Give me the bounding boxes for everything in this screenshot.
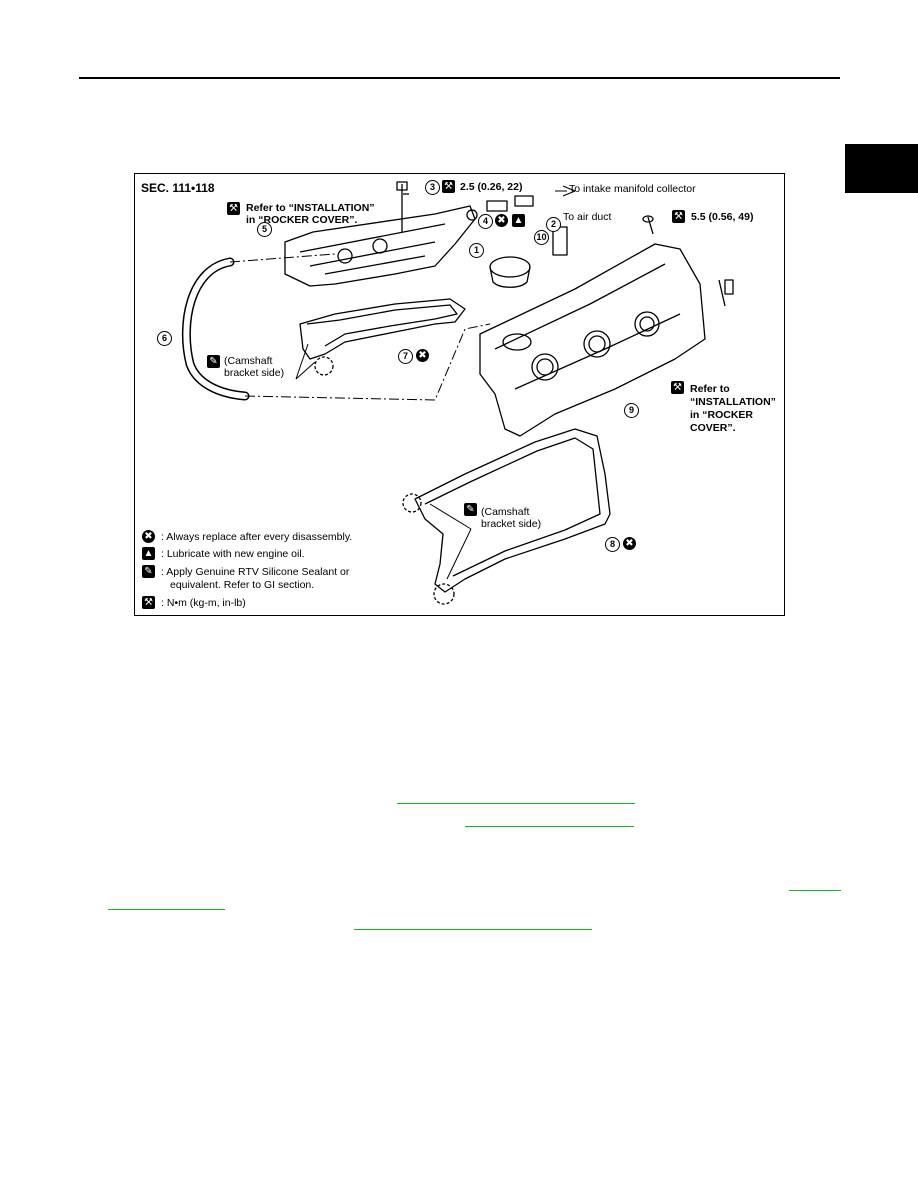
replace-icon: ✖ bbox=[142, 530, 155, 543]
oil-filler-cap bbox=[489, 256, 531, 278]
callout-4: 4 bbox=[478, 214, 493, 229]
torque-wrench-icon: ⚒ bbox=[442, 180, 455, 193]
callout-3: 3 bbox=[425, 180, 440, 195]
right-rocker-cover bbox=[479, 243, 706, 437]
callout-8: 8 bbox=[605, 537, 620, 552]
left-rocker-cover bbox=[284, 205, 476, 287]
camshaft-left-2: bracket side) bbox=[224, 367, 285, 379]
oil-can-icon: ▲ bbox=[142, 547, 155, 560]
left-gasket bbox=[299, 298, 466, 360]
right-gasket bbox=[414, 428, 611, 593]
rocker-cover-figure: SEC. 111•118 ⚒ Refer to “INSTALLATION” i… bbox=[134, 173, 785, 616]
sealant-icon: ✎ bbox=[464, 503, 477, 516]
pcv-valve bbox=[486, 200, 508, 212]
callout-6: 6 bbox=[157, 331, 172, 346]
legend-sealant-2: equivalent. Refer to GI section. bbox=[170, 579, 315, 591]
torque-wrench-icon: ⚒ bbox=[671, 381, 684, 394]
green-link-3b[interactable] bbox=[108, 909, 225, 910]
green-link-2[interactable] bbox=[465, 826, 634, 827]
replace-icon: ✖ bbox=[623, 537, 636, 550]
header-rule bbox=[79, 77, 840, 79]
refer-installation-right-2: “INSTALLATION” bbox=[690, 396, 776, 408]
refer-installation-right-3: in “ROCKER bbox=[690, 409, 753, 421]
torque-large-spec: 5.5 (0.56, 49) bbox=[691, 211, 754, 223]
refer-installation-left-1: Refer to “INSTALLATION” bbox=[246, 202, 375, 214]
legend-torque: : N•m (kg-m, in-lb) bbox=[161, 597, 246, 609]
section-tab[interactable] bbox=[845, 144, 918, 193]
refer-installation-right-4: COVER”. bbox=[690, 422, 736, 434]
callout-2: 2 bbox=[546, 217, 561, 232]
callout-7: 7 bbox=[398, 349, 413, 364]
camshaft-right-2: bracket side) bbox=[481, 518, 542, 530]
exploded-view-drawing bbox=[181, 181, 734, 605]
green-link-1[interactable] bbox=[397, 803, 635, 804]
camshaft-right-1: (Camshaft bbox=[481, 506, 530, 518]
refer-installation-right-1: Refer to bbox=[690, 383, 730, 395]
torque-small-spec: 2.5 (0.26, 22) bbox=[460, 181, 523, 193]
green-link-3a[interactable] bbox=[789, 890, 841, 891]
sealant-icon: ✎ bbox=[207, 355, 220, 368]
callout-10: 10 bbox=[534, 230, 549, 245]
intake-manifold-label: To intake manifold collector bbox=[569, 183, 696, 195]
green-link-4[interactable] bbox=[354, 929, 592, 930]
section-number: SEC. 111•118 bbox=[141, 181, 215, 195]
torque-wrench-icon: ⚒ bbox=[672, 210, 685, 223]
callout-1: 1 bbox=[469, 243, 484, 258]
replace-icon: ✖ bbox=[495, 214, 508, 227]
torque-wrench-icon: ⚒ bbox=[227, 202, 240, 215]
refer-installation-left-2: in “ROCKER COVER”. bbox=[246, 214, 358, 226]
torque-wrench-icon: ⚒ bbox=[142, 596, 155, 609]
legend-lubricate: : Lubricate with new engine oil. bbox=[161, 548, 305, 560]
air-duct-label: To air duct bbox=[563, 211, 612, 223]
oil-can-icon: ▲ bbox=[512, 214, 525, 227]
replace-icon: ✖ bbox=[416, 349, 429, 362]
legend-replace: : Always replace after every disassembly… bbox=[161, 531, 353, 543]
callout-5: 5 bbox=[257, 222, 272, 237]
sealant-icon: ✎ bbox=[142, 565, 155, 578]
callout-9: 9 bbox=[624, 403, 639, 418]
legend-sealant-1: : Apply Genuine RTV Silicone Sealant or bbox=[161, 566, 350, 578]
camshaft-left-1: (Camshaft bbox=[224, 355, 273, 367]
